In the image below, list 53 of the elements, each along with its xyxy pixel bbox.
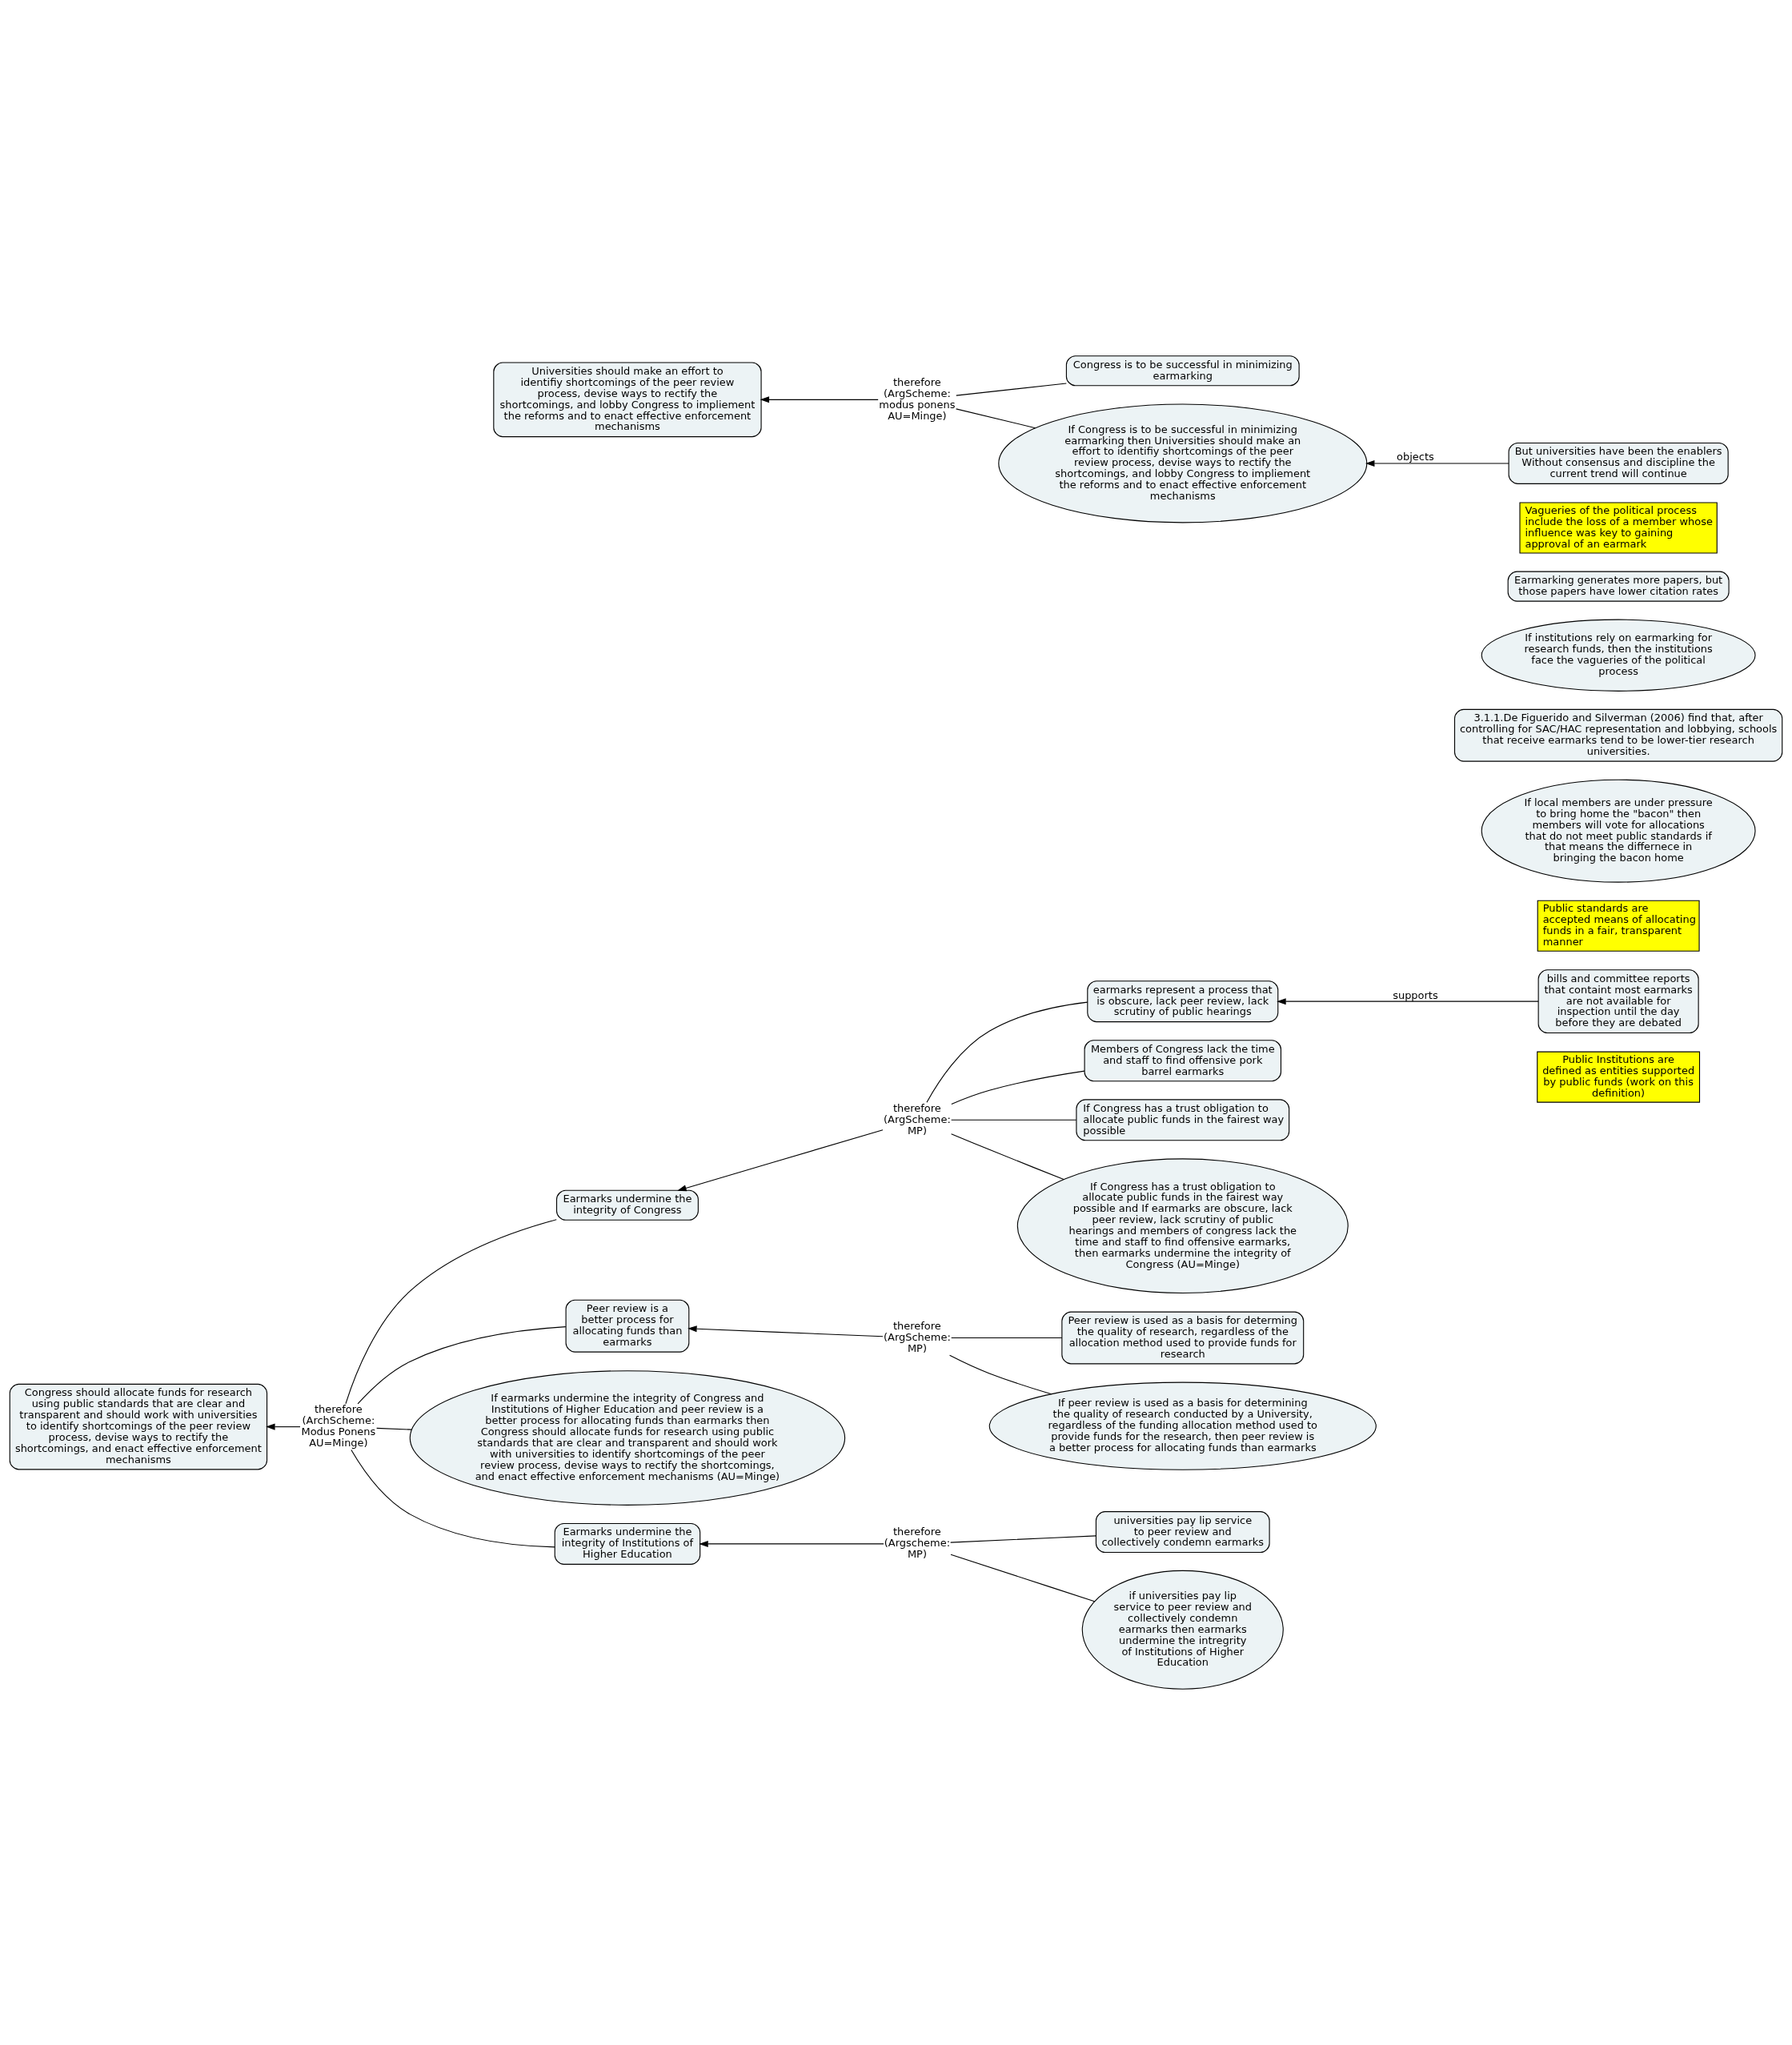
- node-box: Congress should allocate funds for research using public standards that are clear and transparent and should work with universities to identify shortcomings of the peer review process, devise ways to rectify the shortcomings, and enact effective enforcement mechanisms: [9, 1383, 268, 1470]
- node-text: therefore (ArgScheme: MP): [884, 1101, 951, 1137]
- connector: [951, 1133, 1064, 1181]
- node-ellipse: If earmarks undermine the integrity of Congress and Institutions of Higher Education and peer review is a better process for allocating funds than earmarks then Congress should allocate funds for research using public standards that are clear and transparent and should work with universities to identify shortcomings of the peer review process, devise ways to rectify the shortcomings, and enact effective enforcement mechanisms (AU=Minge): [409, 1370, 846, 1506]
- edge-label: objects: [1397, 451, 1434, 463]
- arrow: [266, 1423, 301, 1430]
- node-ellipse: If Congress is to be successful in minimizing earmarking then Universities should make an effort to identifiy shortcomings of the peer review process, devise ways to rectify the shortcomings, and lobby Congress to impliement the reforms and to enact effective enforcement mechanisms: [998, 403, 1368, 523]
- node-ellipse: If local members are under pressure to bring home the "bacon" then members will vote for allocations that do not meet public standards if that means the differnece in bringing the bacon home: [1481, 779, 1756, 883]
- node-box: Public standards are accepted means of allocating funds in a fair, transparent manner: [1537, 900, 1700, 952]
- connector: [950, 1554, 1095, 1602]
- node-ellipse: If peer review is used as a basis for determining the quality of research conducted by a University, regardless of the funding allocation method used to provide funds for the research, then peer review is a better process for allocating funds than earmarks: [988, 1381, 1377, 1470]
- node-ellipse: if universities pay lip service to peer review and collectively condemn earmarks then earmarks undermine the intregrity of Institutions of Higher Education: [1081, 1570, 1284, 1690]
- connector: [950, 1535, 1096, 1543]
- node-box: bills and committee reports that containt most earmarks are not available for inspection until the day before they are debated: [1537, 969, 1699, 1034]
- connector: [351, 1450, 555, 1548]
- connector: [357, 1326, 567, 1405]
- node-text: therefore (ArchScheme: Modus Ponens AU=Minge): [301, 1403, 376, 1449]
- node-box: 3.1.1.De Figuerido and Silverman (2006) find that, after controlling for SAC/HAC representation and lobbying, schools that receive earmarks tend to be lower-tier research universities.: [1453, 708, 1783, 762]
- node-box: Earmarks undermine the integrity of Congress: [555, 1189, 699, 1221]
- node-box: Universities should make an effort to identifiy shortcomings of the peer review process, devise ways to rectify the shortcomings, and lobby Congress to impliement the reforms and to enact effective enforcement mechanisms: [493, 362, 762, 438]
- arrow: [677, 1129, 884, 1192]
- node-box: Congress is to be successful in minimizing earmarking: [1065, 355, 1300, 387]
- node-ellipse: If institutions rely on earmarking for research funds, then the institutions face the vagueries of the political process: [1481, 619, 1756, 692]
- node-box: Members of Congress lack the time and staff to find offensive pork barrel earmarks: [1084, 1040, 1281, 1082]
- arrow: [688, 1325, 884, 1337]
- node-text: therefore (ArgScheme: MP): [884, 1320, 951, 1354]
- arrow: [1365, 459, 1509, 467]
- connector: [345, 1219, 557, 1405]
- edge-label: supports: [1393, 988, 1438, 1001]
- connector: [956, 383, 1067, 396]
- node-box: But universities have been the enablers Without consensus and discipline the current trend will continue: [1508, 442, 1729, 484]
- connector: [926, 1001, 1088, 1103]
- node-text: therefore (ArgScheme: modus ponens AU=Minge): [879, 375, 956, 422]
- node-box: Earmarks undermine the integrity of Institutions of Higher Education: [554, 1522, 701, 1565]
- node-box: Vagueries of the political process include the loss of a member whose influence was key to gaining approval of an earmark: [1519, 502, 1718, 554]
- connector: [949, 1354, 1052, 1395]
- connector: [951, 1070, 1085, 1105]
- connector: [951, 1119, 1077, 1121]
- arrow: [699, 1540, 884, 1547]
- node-ellipse: If Congress has a trust obligation to allocate public funds in the fairest way possible and If earmarks are obscure, lack peer review, lack scrutiny of public hearings and members of congress lack the time and staff to find offensive earmarks, then earmarks undermine the integrity of Congress (AU=Minge): [1016, 1158, 1349, 1294]
- node-box: universities pay lip service to peer review and collectively condemn earmarks: [1095, 1511, 1270, 1554]
- node-text: therefore (Argscheme: MP): [884, 1526, 951, 1561]
- node-box: Earmarking generates more papers, but those papers have lower citation rates: [1507, 571, 1730, 602]
- node-box: Peer review is a better process for allocating funds than earmarks: [565, 1299, 690, 1353]
- connector: [376, 1427, 412, 1430]
- connector: [951, 1337, 1063, 1339]
- node-box: earmarks represent a process that is obscure, lack peer review, lack scrutiny of public hearings: [1087, 980, 1279, 1023]
- connector: [956, 408, 1036, 429]
- node-box: Peer review is used as a basis for determing the quality of research, regardless of the allocation method used to provide funds for research: [1061, 1311, 1305, 1365]
- node-box: Public Institutions are defined as entities supported by public funds (work on this definition): [1537, 1051, 1701, 1103]
- arrow: [760, 396, 879, 403]
- arrow: [1277, 998, 1539, 1005]
- node-box: If Congress has a trust obligation to allocate public funds in the fairest way possible: [1076, 1099, 1290, 1141]
